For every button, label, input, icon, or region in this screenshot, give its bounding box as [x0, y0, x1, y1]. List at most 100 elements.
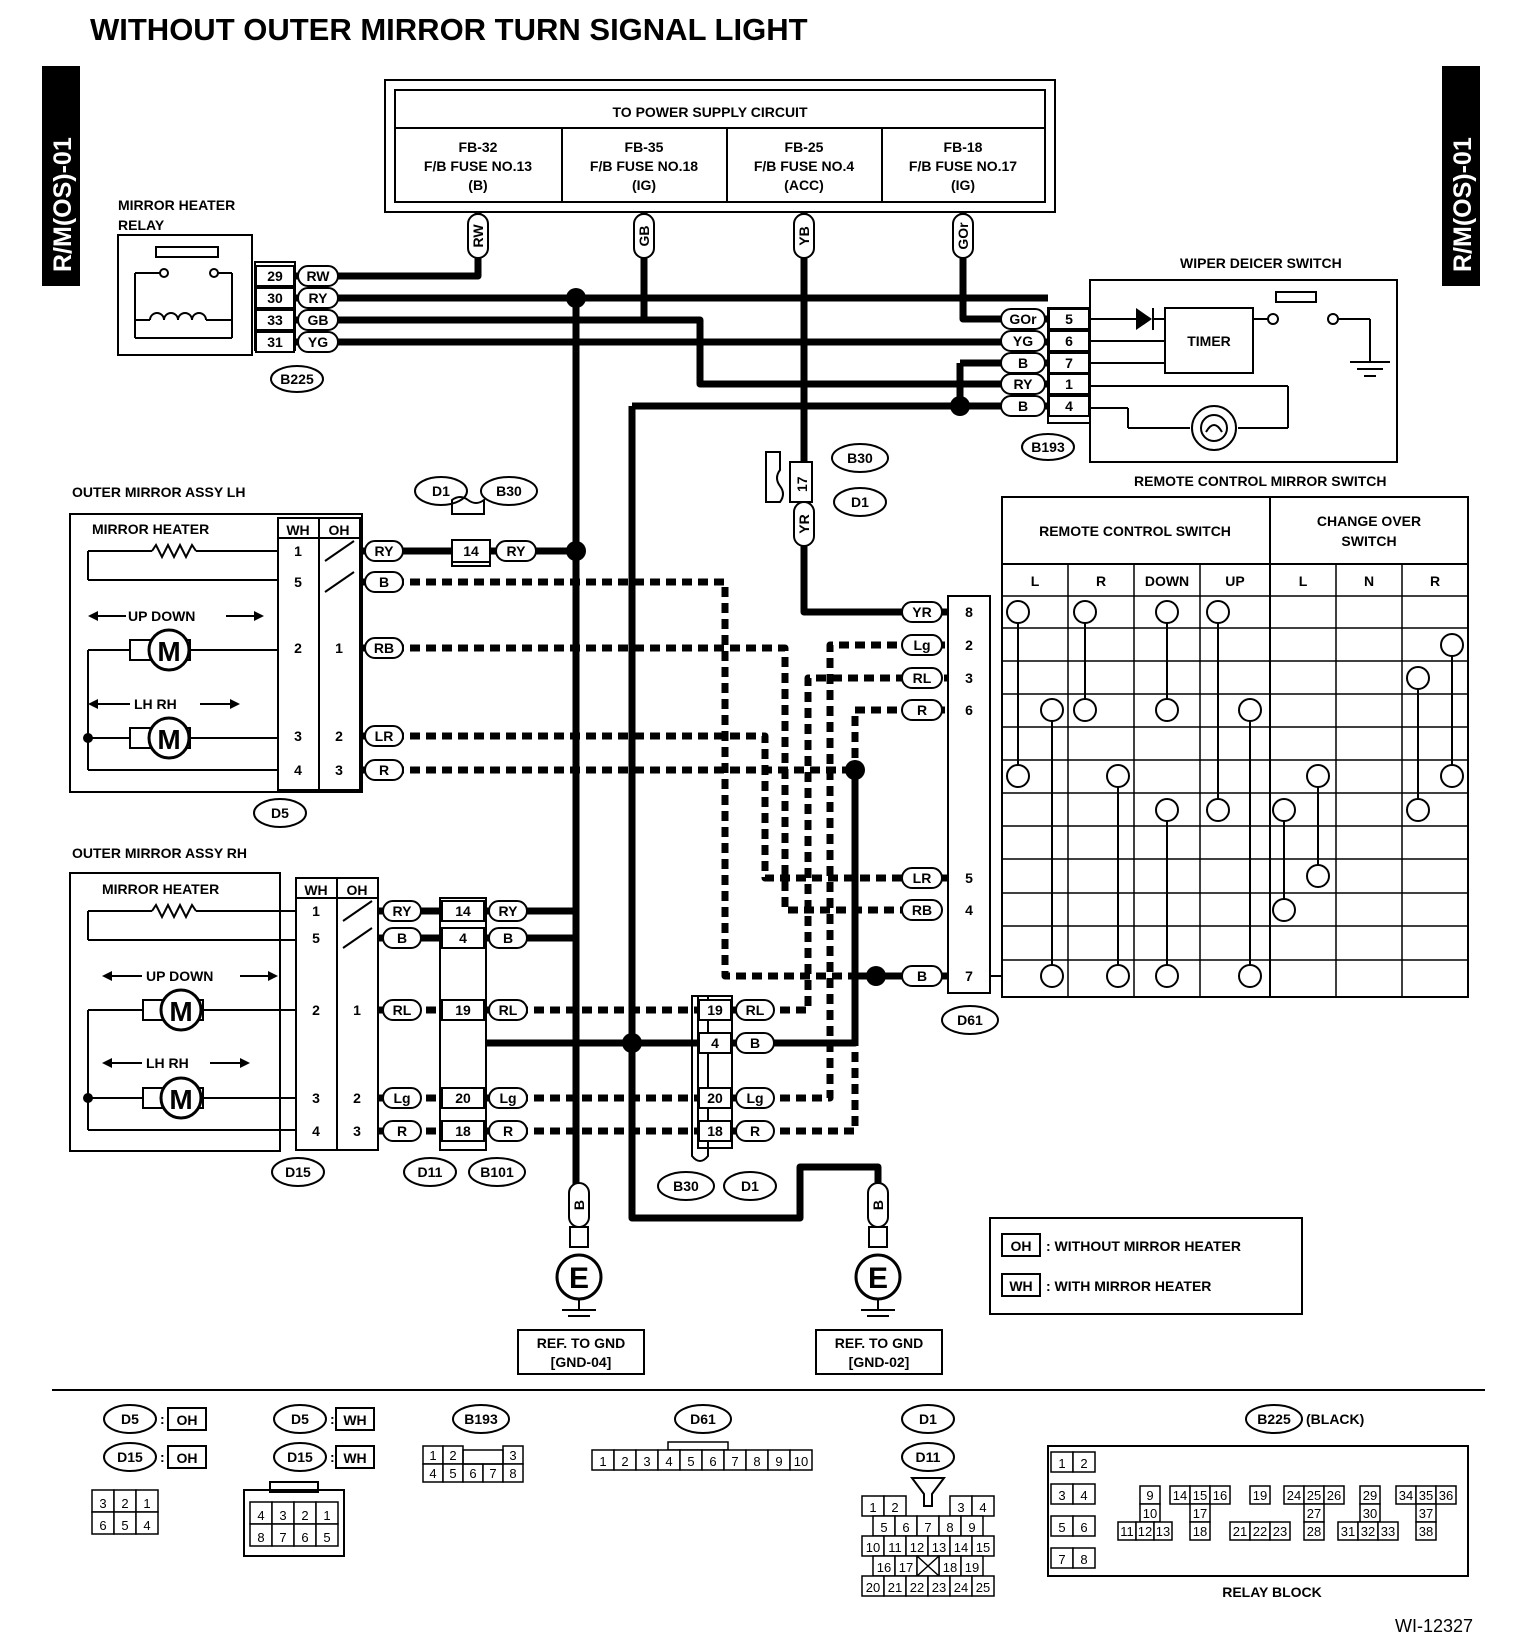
relay-pin-text: 33 [267, 312, 283, 328]
svg-text:D15: D15 [285, 1164, 311, 1180]
svg-text:M: M [157, 724, 180, 755]
svg-text:RELAY: RELAY [118, 217, 165, 233]
connector-latch [667, 1441, 729, 1451]
side-tab-left: R/M(OS)-01 [42, 66, 80, 286]
pin-number: 4 [143, 1518, 150, 1533]
switch-contact [1073, 698, 1097, 722]
wire-label: R [379, 762, 389, 778]
connector-latch [269, 1481, 319, 1493]
grid-col-header: L [1299, 573, 1308, 589]
pin-number: 6 [1080, 1520, 1087, 1535]
svg-text:UP DOWN: UP DOWN [146, 968, 213, 984]
pin-number: 25 [976, 1580, 990, 1595]
switch-contact [1006, 600, 1030, 624]
pin-number: 6 [709, 1454, 716, 1469]
switch-contact [1238, 698, 1262, 722]
pin-cell [1072, 1451, 1096, 1473]
pin-number: 14 [954, 1540, 968, 1555]
wire-label: GOr [955, 222, 971, 250]
deicer-pin-text: 5 [1065, 311, 1073, 327]
svg-text:OUTER MIRROR ASSY LH: OUTER MIRROR ASSY LH [72, 484, 245, 500]
deicer-pin-text: 7 [1065, 355, 1073, 371]
svg-text:MIRROR HEATER: MIRROR HEATER [92, 521, 209, 537]
pin-number: 12 [910, 1540, 924, 1555]
ground-gnd-02: E REF. TO GND [GND-02] [815, 1226, 943, 1375]
pin-number: 4 [979, 1500, 986, 1515]
wire-tag [793, 213, 815, 259]
svg-text:B30: B30 [673, 1178, 699, 1194]
splice-dot [845, 760, 865, 780]
pin-number: 23 [932, 1580, 946, 1595]
pin-number: 4 [1080, 1488, 1087, 1503]
wire-tag [735, 1087, 775, 1109]
wire-tag [901, 965, 943, 987]
lh-oh-pin: 2 [335, 728, 343, 744]
wire-label: YB [796, 226, 812, 245]
d11-pin-text: 20 [455, 1090, 471, 1106]
svg-text:TIMER: TIMER [1187, 333, 1231, 349]
pin-number: 5 [323, 1530, 330, 1545]
pin-number: 24 [954, 1580, 968, 1595]
splice-dot [566, 541, 586, 561]
pin-number: 13 [932, 1540, 946, 1555]
pin-number: 16 [877, 1560, 891, 1575]
wire-tag [488, 999, 528, 1021]
pin-number: 8 [946, 1520, 953, 1535]
pin-number: 4 [429, 1466, 436, 1481]
grid-col-header: L [1031, 573, 1040, 589]
svg-text:: WITHOUT MIRROR HEATER: : WITHOUT MIRROR HEATER [1046, 1238, 1241, 1254]
deicer-pin [1048, 308, 1090, 330]
b30-pin-text: 19 [707, 1002, 723, 1018]
wire-label: GB [636, 226, 652, 247]
svg-text:OH: OH [177, 1450, 198, 1466]
rh-wh-pin: 4 [312, 1123, 320, 1139]
lh-wh-pin: 4 [294, 762, 302, 778]
pin-cell [1072, 1483, 1096, 1505]
wire-label: R [917, 702, 927, 718]
fuse-name: F/B FUSE NO.17 [909, 158, 1017, 174]
pin-number: 19 [965, 1560, 979, 1575]
wire-label: RY [507, 543, 527, 559]
wire-label: Lg [913, 637, 930, 653]
fuse-mode: (B) [468, 177, 487, 193]
pin-cell [1303, 1521, 1325, 1541]
pin-number: 1 [143, 1496, 150, 1511]
pin-number: 8 [509, 1466, 516, 1481]
svg-text:SWITCH: SWITCH [1341, 533, 1396, 549]
wire-tag [364, 571, 404, 593]
pin-number: 10 [866, 1540, 880, 1555]
switch-contact [1155, 600, 1179, 624]
pin-number: 9 [1146, 1488, 1153, 1503]
wire-label: B [379, 574, 389, 590]
pin-cell [1269, 1521, 1291, 1541]
pin-number: 6 [99, 1518, 106, 1533]
pin-number: 6 [301, 1530, 308, 1545]
wire-label: R [503, 1123, 513, 1139]
wire-label: RB [374, 640, 394, 656]
svg-text:OUTER MIRROR ASSY RH: OUTER MIRROR ASSY RH [72, 845, 247, 861]
svg-text:B225: B225 [1257, 1411, 1291, 1427]
pin-number: 3 [279, 1508, 286, 1523]
wire-label: B [1018, 355, 1028, 371]
deicer-pin-text: 1 [1065, 376, 1073, 392]
svg-text:[GND-04]: [GND-04] [551, 1354, 612, 1370]
switch-contact [1440, 764, 1464, 788]
splice-dot [866, 966, 886, 986]
lh-oh-empty [324, 571, 355, 593]
wire-label: B [503, 930, 513, 946]
pin-number: 1 [1058, 1456, 1065, 1471]
pin-number: 3 [957, 1500, 964, 1515]
wire-label: YR [796, 514, 812, 533]
wire-tag [952, 213, 974, 259]
wire-tag [1000, 373, 1046, 395]
pin-number: 2 [121, 1496, 128, 1511]
pin-number: 38 [1419, 1524, 1433, 1539]
deicer-pin-text: 6 [1065, 333, 1073, 349]
rh-wh-pin: 2 [312, 1002, 320, 1018]
svg-text:LH RH: LH RH [146, 1055, 189, 1071]
outer-mirror-assy-rh: OUTER MIRROR ASSY RH WH OH MIRROR HEATER… [69, 845, 526, 1187]
svg-text:D61: D61 [957, 1012, 983, 1028]
wire-label: B [571, 1200, 587, 1210]
svg-text::: : [330, 1449, 335, 1465]
svg-text:D5: D5 [291, 1411, 309, 1427]
